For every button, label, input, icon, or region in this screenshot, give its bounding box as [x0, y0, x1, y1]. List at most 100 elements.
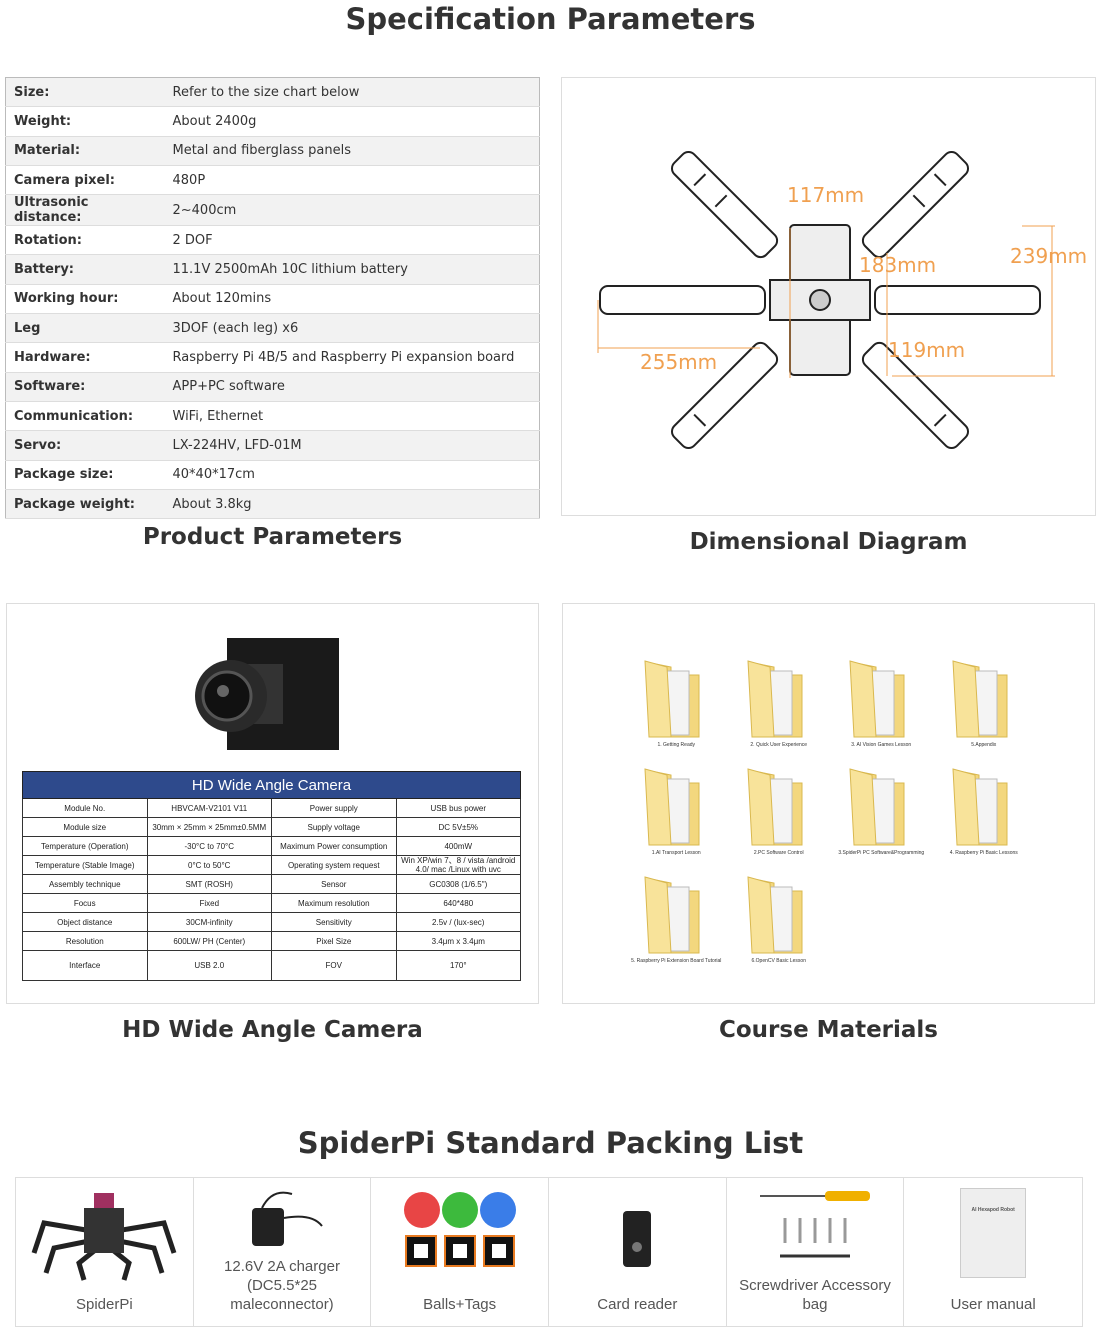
pack-label: User manual — [950, 1296, 1036, 1313]
param-label: Rotation: — [5, 225, 165, 256]
folder-label: 3.SpiderPi PC Software&Programming — [838, 850, 925, 856]
camera-spec-cell: 170° — [395, 950, 521, 981]
camera-spec-cell: HBVCAM-V2101 V11 — [146, 798, 272, 818]
course-folder[interactable]: 2. Quick User Experience — [728, 650, 831, 748]
course-folder[interactable]: 5. Raspberry Pi Extension Board Tutorial — [625, 866, 728, 964]
folder-icon — [747, 660, 803, 738]
folder-label: 5. Raspberry Pi Extension Board Tutorial — [631, 958, 722, 964]
camera-spec-cell: Assembly technique — [22, 874, 148, 894]
pack-item-balls-tags: Balls+Tags — [371, 1178, 549, 1326]
camera-spec-cell: Interface — [22, 950, 148, 981]
packing-list: SpiderPi 12.6V 2A charger (DC5.5*25 male… — [15, 1177, 1083, 1327]
folder-icon — [849, 660, 905, 738]
param-value: WiFi, Ethernet — [164, 401, 540, 432]
dim-239: 239mm — [1010, 244, 1087, 268]
dimensional-diagram: 117mm 183mm 239mm 255mm 119mm — [561, 77, 1096, 516]
camera-spec-cell: Operating system request — [271, 855, 397, 875]
course-folder[interactable]: 3. AI Vision Games Lesson — [830, 650, 933, 748]
camera-spec-cell: Sensor — [271, 874, 397, 894]
param-value: 480P — [164, 165, 540, 196]
course-folder[interactable]: 1. Getting Ready — [625, 650, 728, 748]
camera-spec-cell: Maximum resolution — [271, 893, 397, 913]
camera-spec-cell: Win XP/win 7、8 / vista /android 4.0/ mac… — [395, 855, 521, 875]
param-label: Hardware: — [5, 342, 165, 373]
course-folder[interactable]: 6.OpenCV Basic Lesson — [728, 866, 831, 964]
camera-spec-cell: 3.4μm x 3.4μm — [395, 931, 521, 951]
user-manual-image: AI Hexapod Robot — [960, 1188, 1027, 1278]
camera-spec-cell: SMT (ROSH) — [146, 874, 272, 894]
param-value: LX-224HV, LFD-01M — [164, 430, 540, 461]
camera-spec-cell: USB bus power — [395, 798, 521, 818]
param-label: Working hour: — [5, 284, 165, 315]
course-folder[interactable]: 3.SpiderPi PC Software&Programming — [830, 758, 933, 856]
camera-spec-cell: Sensitivity — [271, 912, 397, 932]
course-folder[interactable]: 5.Appendix — [933, 650, 1036, 748]
camera-spec-cell: Maximum Power consumption — [271, 836, 397, 856]
pack-label: Balls+Tags — [423, 1296, 497, 1313]
param-label: Camera pixel: — [5, 165, 165, 196]
folder-icon — [952, 660, 1008, 738]
param-label: Size: — [5, 77, 165, 108]
folder-label: 2.PC Software Control — [753, 850, 804, 856]
param-label: Leg — [5, 313, 165, 344]
dim-117: 117mm — [787, 183, 864, 207]
course-folder[interactable]: 1.AI Transport Lesson — [625, 758, 728, 856]
camera-spec-cell: Resolution — [22, 931, 148, 951]
camera-spec-cell: -30°C to 70°C — [146, 836, 272, 856]
packing-list-title: SpiderPi Standard Packing List — [297, 1126, 804, 1160]
camera-spec-cell: 2.5v / (lux-sec) — [395, 912, 521, 932]
param-row: Size:Refer to the size chart below — [5, 77, 540, 108]
camera-spec-cell: USB 2.0 — [146, 950, 272, 981]
dim-119: 119mm — [888, 338, 965, 362]
param-label: Material: — [5, 136, 165, 166]
param-label: Communication: — [5, 401, 165, 432]
course-folder[interactable]: 2.PC Software Control — [728, 758, 831, 856]
course-folder[interactable]: 4. Raspberry Pi Basic Lessons — [933, 758, 1036, 856]
param-row: Rotation:2 DOF — [5, 225, 540, 256]
card-reader-image — [623, 1211, 652, 1267]
folder-label: 2. Quick User Experience — [750, 742, 808, 748]
robot-top-view-diagram: 117mm 183mm 239mm 255mm 119mm — [597, 150, 1087, 450]
param-row: Ultrasonic distance:2~400cm — [5, 194, 540, 227]
course-folder-grid: 1. Getting Ready 2. Quick User Experience… — [625, 650, 1035, 964]
folder-icon — [644, 768, 700, 846]
param-label: Weight: — [5, 106, 165, 137]
param-label: Package weight: — [5, 489, 165, 520]
camera-spec-table: HD Wide Angle Camera Module No.HBVCAM-V2… — [22, 771, 521, 981]
product-parameters-caption: Product Parameters — [142, 524, 403, 550]
param-value: Refer to the size chart below — [164, 77, 540, 108]
param-value: 2 DOF — [164, 225, 540, 256]
param-label: Software: — [5, 372, 165, 402]
manual-cover-title: AI Hexapod Robot — [971, 1207, 1015, 1213]
camera-caption: HD Wide Angle Camera — [122, 1017, 423, 1043]
param-row: Battery:11.1V 2500mAh 10C lithium batter… — [5, 254, 540, 285]
param-label: Ultrasonic distance: — [5, 194, 165, 227]
param-value: About 120mins — [164, 284, 540, 315]
param-label: Package size: — [5, 460, 165, 490]
camera-spec-cell: Object distance — [22, 912, 148, 932]
camera-spec-cell: Power supply — [271, 798, 397, 818]
camera-spec-cell: GC0308 (1/6.5") — [395, 874, 521, 894]
camera-spec-cell: Module No. — [22, 798, 148, 818]
folder-label: 4. Raspberry Pi Basic Lessons — [949, 850, 1018, 856]
param-row: Servo:LX-224HV, LFD-01M — [5, 430, 540, 461]
param-value: 11.1V 2500mAh 10C lithium battery — [164, 254, 540, 285]
balls-tags-image — [403, 1192, 516, 1267]
camera-spec-cell: 400mW — [395, 836, 521, 856]
folder-label: 3. AI Vision Games Lesson — [851, 742, 912, 748]
camera-spec-cell: FOV — [271, 950, 397, 981]
param-row: Material:Metal and fiberglass panels — [5, 136, 540, 166]
camera-module-image — [195, 638, 339, 750]
pack-item-card-reader: Card reader — [549, 1178, 727, 1326]
param-value: About 2400g — [164, 106, 540, 137]
camera-spec-cell: 30mm × 25mm × 25mm±0.5MM — [146, 817, 272, 837]
param-value: 2~400cm — [164, 194, 540, 227]
charger-image — [251, 1191, 323, 1246]
